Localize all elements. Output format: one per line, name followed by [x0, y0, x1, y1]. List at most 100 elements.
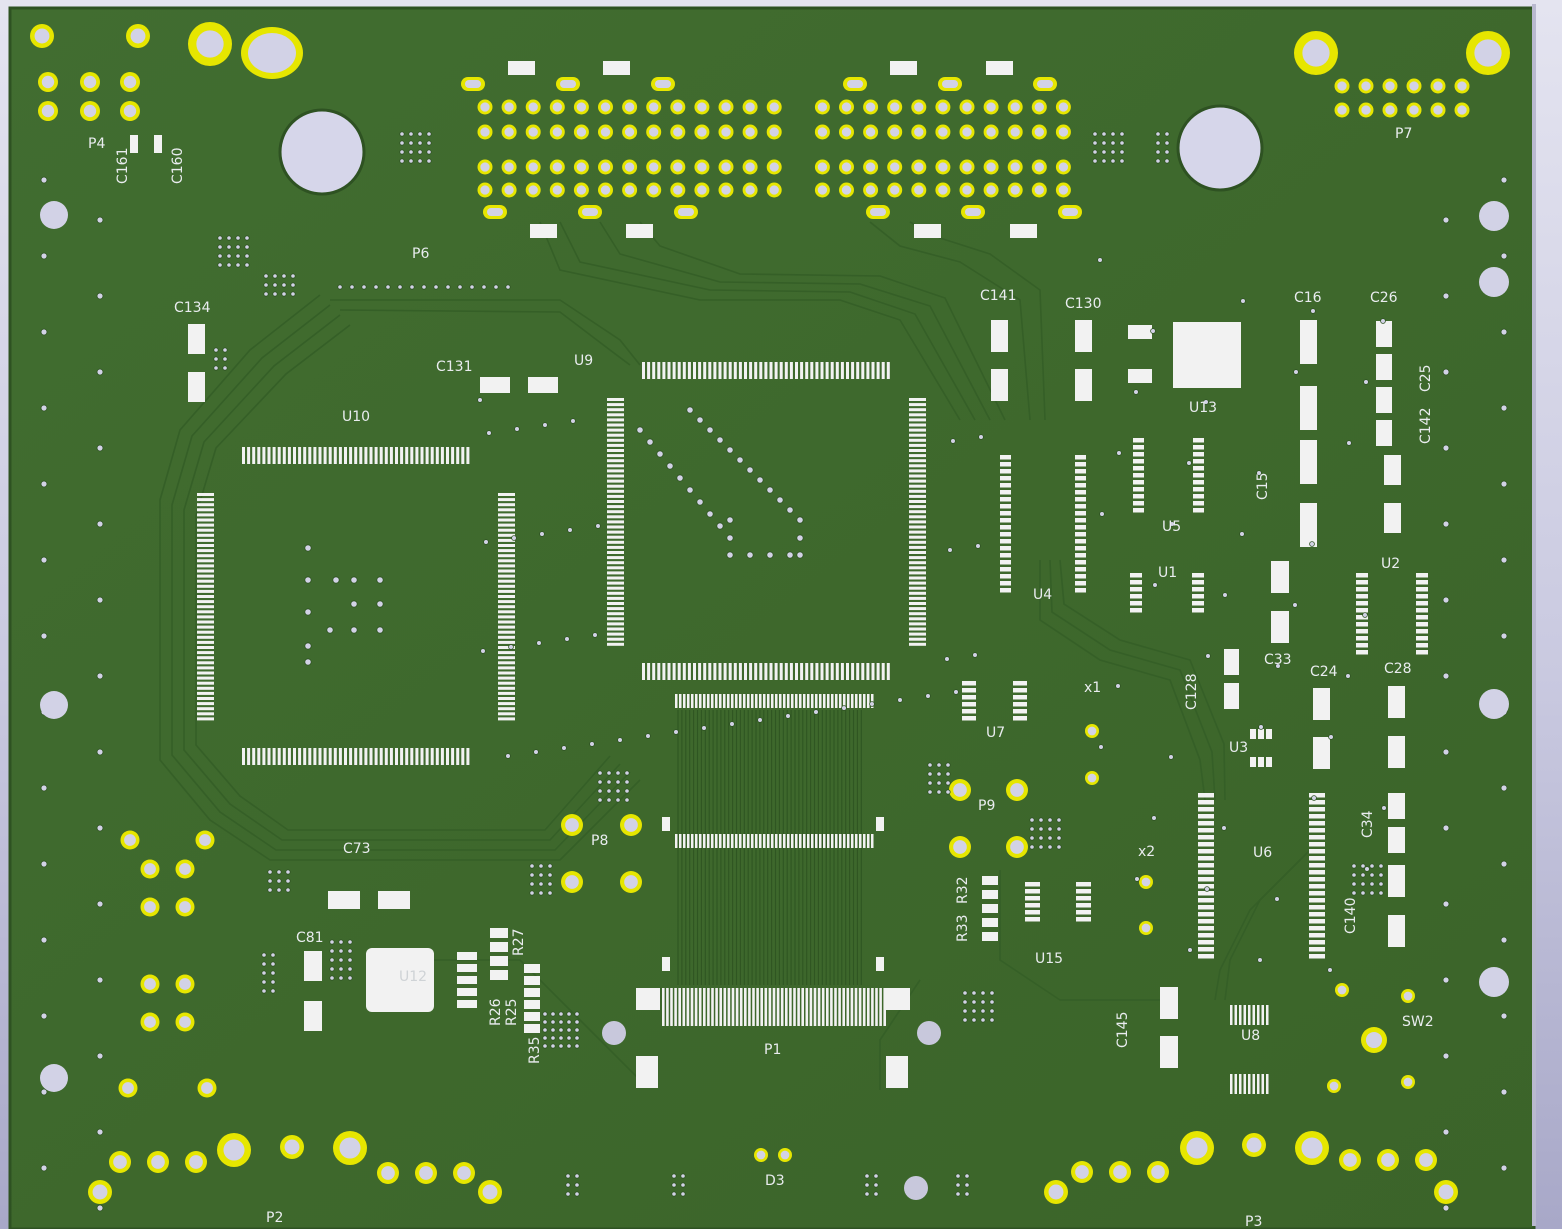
u10-pin: [498, 528, 515, 532]
u9-pin: [909, 581, 926, 585]
u9-pin: [810, 362, 814, 379]
u10-pin: [197, 651, 214, 655]
via: [617, 737, 623, 743]
via: [615, 779, 621, 785]
u2-pin: [1356, 629, 1368, 634]
via: [96, 1052, 104, 1060]
u10-pin: [272, 447, 276, 464]
via: [547, 881, 553, 887]
via: [542, 422, 548, 428]
via: [1500, 1012, 1508, 1020]
via: [96, 824, 104, 832]
u9-pin: [909, 469, 926, 473]
u9-pin: [662, 362, 666, 379]
via: [671, 1173, 677, 1179]
drill-hole: [721, 102, 731, 112]
u6-pin: [1309, 814, 1325, 819]
u4-pin: [1075, 567, 1086, 572]
via: [971, 999, 977, 1005]
u5-pin: [1193, 501, 1204, 506]
p1-pin: [675, 694, 678, 708]
via: [542, 1043, 548, 1049]
via: [1110, 149, 1116, 155]
via: [421, 284, 427, 290]
via: [290, 273, 296, 279]
u9-pin: [607, 632, 624, 636]
u10-pin: [293, 748, 296, 765]
via: [636, 426, 644, 434]
smd-component-pad: [1388, 793, 1405, 819]
u10-pin: [395, 748, 398, 765]
u1-pin: [1192, 587, 1204, 592]
via: [244, 253, 250, 259]
via: [1328, 734, 1334, 740]
via: [589, 741, 595, 747]
u1-pin: [1130, 587, 1142, 592]
u9-pin: [607, 500, 624, 503]
via: [96, 1204, 104, 1212]
drill-hole: [756, 1150, 766, 1160]
via: [40, 404, 48, 412]
drill-hole: [144, 1016, 156, 1028]
via: [529, 863, 535, 869]
u9-pin: [909, 474, 926, 478]
p1-pin: [827, 694, 830, 708]
via: [270, 979, 276, 985]
u10-pin: [498, 605, 515, 609]
u10-pin: [498, 513, 515, 517]
u9-pin: [607, 510, 624, 514]
u4-pin: [1000, 511, 1011, 516]
drill-hole: [938, 162, 948, 172]
p1-pin: [817, 988, 821, 1026]
p1-pin: [748, 988, 751, 1026]
p1-pin: [763, 694, 766, 708]
u10-pin: [328, 447, 332, 464]
via: [1152, 582, 1158, 588]
u10-pin: [197, 697, 214, 700]
via: [680, 1182, 686, 1188]
p1-pin: [666, 988, 669, 1026]
drill-hole: [745, 185, 755, 195]
via: [408, 131, 414, 137]
p1-pin: [687, 834, 690, 848]
via: [213, 356, 219, 362]
u1-pin: [1130, 573, 1142, 578]
u9-pin: [652, 663, 656, 680]
smd-component-pad: [1388, 915, 1405, 947]
via: [261, 952, 267, 958]
via: [567, 527, 573, 533]
drill-hole: [1457, 105, 1467, 115]
label-u4: U4: [1033, 587, 1052, 603]
via: [666, 462, 674, 470]
smd-component-pad: [528, 377, 558, 393]
p1-pin: [847, 694, 850, 708]
label-c28: C28: [1384, 661, 1412, 677]
smd-component-pad: [991, 369, 1008, 401]
u9-pin: [851, 362, 855, 379]
edge-holes: [40, 201, 1509, 1200]
via: [304, 576, 312, 584]
u10-pin: [197, 544, 214, 547]
u9-pin: [800, 663, 804, 680]
u9-pin: [851, 663, 855, 680]
u9-pin: [667, 663, 671, 680]
u10-pin: [369, 447, 373, 464]
u9-pin: [672, 663, 676, 680]
p1-pin: [867, 988, 870, 1026]
u9-pin: [607, 418, 624, 422]
via: [542, 1011, 548, 1017]
via: [261, 970, 267, 976]
drill-hole: [697, 185, 707, 195]
u4-pin: [1075, 574, 1086, 579]
via: [326, 626, 334, 634]
via: [417, 149, 423, 155]
smd-component-pad: [1313, 737, 1330, 769]
drill-hole: [123, 104, 137, 118]
via: [980, 990, 986, 996]
p1-pin: [807, 694, 810, 708]
drill-hole: [600, 185, 611, 195]
p1-pin: [744, 988, 747, 1026]
via: [40, 556, 48, 564]
u9-pin: [759, 362, 763, 379]
